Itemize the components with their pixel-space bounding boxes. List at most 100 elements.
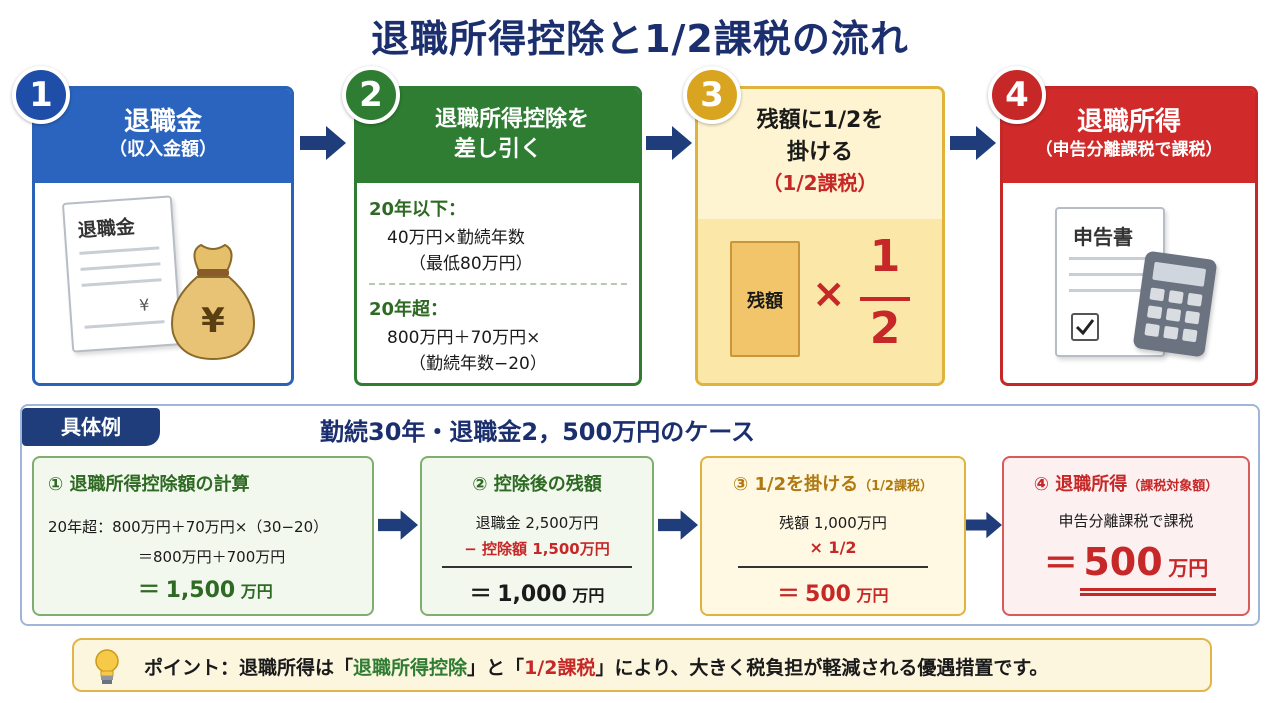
card-4-line1: 申告分離課税で課税 [1058, 512, 1194, 530]
step-1-badge: 1 [12, 66, 70, 124]
point-text-part2: 」と「 [467, 657, 525, 679]
card-3-title-sub: （1/2課税） [858, 479, 933, 494]
step-1-illustration: 退職金 ¥ ¥ [35, 183, 291, 383]
step-4-header: 退職所得 （申告分離課税で課税） [1003, 89, 1255, 183]
card-3-result: ＝ 500 万円 [702, 576, 964, 608]
step-2-header: 退職所得控除を 差し引く [357, 89, 639, 183]
card-1-result: ＝ 1,500 万円 [138, 572, 273, 604]
example-tag: 具体例 [22, 408, 160, 446]
tax-form-label: 申告書 [1073, 225, 1133, 249]
step-4-subtitle: （申告分離課税で課税） [1035, 140, 1223, 160]
money-bag-icon: ¥ [163, 233, 263, 363]
rule-2-title: 20年超： [369, 299, 449, 320]
step-2-panel: 退職所得控除を 差し引く 20年以下： 40万円×勤続年数 （最低80万円） 2… [354, 86, 642, 386]
result-double-underline [1080, 588, 1216, 596]
example-card-2: ② 控除後の残額 退職金 2,500万円 − 控除額 1,500万円 ＝ 1,0… [420, 456, 654, 616]
step-2-title-line1: 退職所得控除を [434, 107, 589, 132]
rule-divider [369, 283, 627, 285]
step-3-formula: 残額 × 1 2 [698, 219, 942, 383]
step-2-title-line2: 差し引く [453, 137, 542, 162]
step-1-subtitle: （収入金額） [109, 139, 217, 160]
point-highlight-2: 1/2課税 [524, 657, 596, 679]
step-3-title-line1: 残額に1/2を [756, 108, 884, 133]
step-3-header: 残額に1/2を 掛ける （1/2課税） [698, 89, 942, 219]
step-3-panel: 残額に1/2を 掛ける （1/2課税） 残額 × 1 2 [695, 86, 945, 386]
step-1-title: 退職金 [123, 107, 202, 137]
rule-2-line1: 800万円＋70万円× [387, 328, 541, 348]
card-4-result-unit: 万円 [1168, 556, 1209, 580]
card-2-divider [442, 566, 632, 568]
card-1-title: ① 退職所得控除額の計算 [48, 474, 250, 495]
step-3-title-line3: （1/2課税） [762, 171, 878, 195]
arrow-right-icon [966, 511, 1002, 539]
card-1-line2: ＝800万円＋700万円 [138, 548, 286, 566]
calculator-icon [1132, 250, 1218, 358]
example-title: 勤続30年・退職金2，500万円のケース [320, 418, 755, 446]
card-4-title: ④ 退職所得（課税対象額） [1004, 470, 1248, 496]
card-2-line2: − 控除額 1,500万円 [464, 540, 610, 558]
example-card-1: ① 退職所得控除額の計算 20年超：800万円＋70万円×（30−20） ＝80… [32, 456, 374, 616]
card-4-title-main: ④ 退職所得 [1033, 474, 1128, 495]
point-text-part3: 」により、大きく税負担が軽減される優遇措置です。 [595, 657, 1049, 679]
arrow-right-icon [378, 510, 418, 540]
card-1-result-prefix: ＝ [138, 578, 161, 603]
card-4-result-number: 500 [1083, 540, 1163, 584]
point-highlight-1: 退職所得控除 [353, 657, 468, 679]
remainder-box: 残額 [730, 241, 800, 357]
card-3-title-main: ③ 1/2を掛ける [733, 474, 859, 495]
step-4-panel: 退職所得 （申告分離課税で課税） 申告書 [1000, 86, 1258, 386]
example-card-4: ④ 退職所得（課税対象額） 申告分離課税で課税 ＝ 500 万円 [1002, 456, 1250, 616]
card-3-result-number: 500 [805, 582, 851, 607]
yen-symbol: ¥ [138, 295, 151, 315]
card-3-line2: × 1/2 [809, 538, 857, 557]
card-2-result-number: 1,000 [497, 582, 567, 607]
step-1-panel: 退職金 （収入金額） 退職金 ¥ ¥ [32, 86, 294, 386]
arrow-right-icon [950, 126, 996, 160]
fraction-bar [860, 297, 910, 301]
card-1-line1: 20年超：800万円＋70万円×（30−20） [48, 518, 329, 536]
card-3-line1: 残額 1,000万円 [779, 514, 887, 532]
arrow-right-icon [658, 510, 698, 540]
bag-yen-symbol: ¥ [201, 301, 225, 341]
card-3-result-prefix: ＝ [777, 582, 800, 607]
step-4-title: 退職所得 [1076, 107, 1181, 137]
card-2-title: ② 控除後の残額 [472, 474, 602, 495]
card-3-divider [738, 566, 928, 568]
rule-1-line2: （最低80万円） [409, 254, 533, 274]
card-4-title-sub: （課税対象額） [1127, 479, 1219, 494]
step-2-badge: 2 [342, 66, 400, 124]
fraction-denominator: 2 [869, 303, 901, 354]
document-label: 退職金 [77, 216, 136, 242]
checkbox-icon [1071, 313, 1099, 341]
arrow-right-icon [646, 126, 692, 160]
rule-2-line2: （勤続年数−20） [409, 354, 547, 374]
fraction-numerator: 1 [869, 231, 901, 282]
point-label: ポイント： [144, 657, 240, 679]
point-text: ポイント：退職所得は「退職所得控除」と「1/2課税」により、大きく税負担が軽減さ… [144, 653, 1048, 680]
lightbulb-icon [90, 646, 124, 688]
step-1-header: 退職金 （収入金額） [35, 89, 291, 183]
card-1-result-unit: 万円 [240, 582, 273, 601]
card-2-result-prefix: ＝ [469, 582, 492, 607]
arrow-right-icon [300, 126, 346, 160]
times-symbol: × [812, 271, 846, 317]
rule-1-line1: 40万円×勤続年数 [387, 228, 525, 248]
card-2-line1: 退職金 2,500万円 [475, 514, 599, 532]
card-3-result-unit: 万円 [856, 586, 889, 605]
step-4-badge: 4 [988, 66, 1046, 124]
remainder-label: 残額 [747, 291, 783, 312]
card-3-title: ③ 1/2を掛ける（1/2課税） [702, 470, 964, 496]
page-title: 退職所得控除と1/2課税の流れ [371, 17, 909, 61]
point-text-part1: 退職所得は「 [239, 657, 354, 679]
card-2-result-unit: 万円 [572, 586, 605, 605]
card-4-result-prefix: ＝ [1043, 544, 1078, 584]
card-1-result-number: 1,500 [165, 578, 236, 603]
step-4-illustration: 申告書 [1003, 183, 1255, 383]
point-banner: ポイント：退職所得は「退職所得控除」と「1/2課税」により、大きく税負担が軽減さ… [72, 638, 1212, 692]
step-3-title-line2: 掛ける [786, 140, 853, 165]
step-3-badge: 3 [683, 66, 741, 124]
card-2-result: ＝ 1,000 万円 [422, 576, 652, 608]
example-card-3: ③ 1/2を掛ける（1/2課税） 残額 1,000万円 × 1/2 ＝ 500 … [700, 456, 966, 616]
rule-1-title: 20年以下： [369, 199, 467, 220]
card-4-result: ＝ 500 万円 [1004, 536, 1248, 585]
